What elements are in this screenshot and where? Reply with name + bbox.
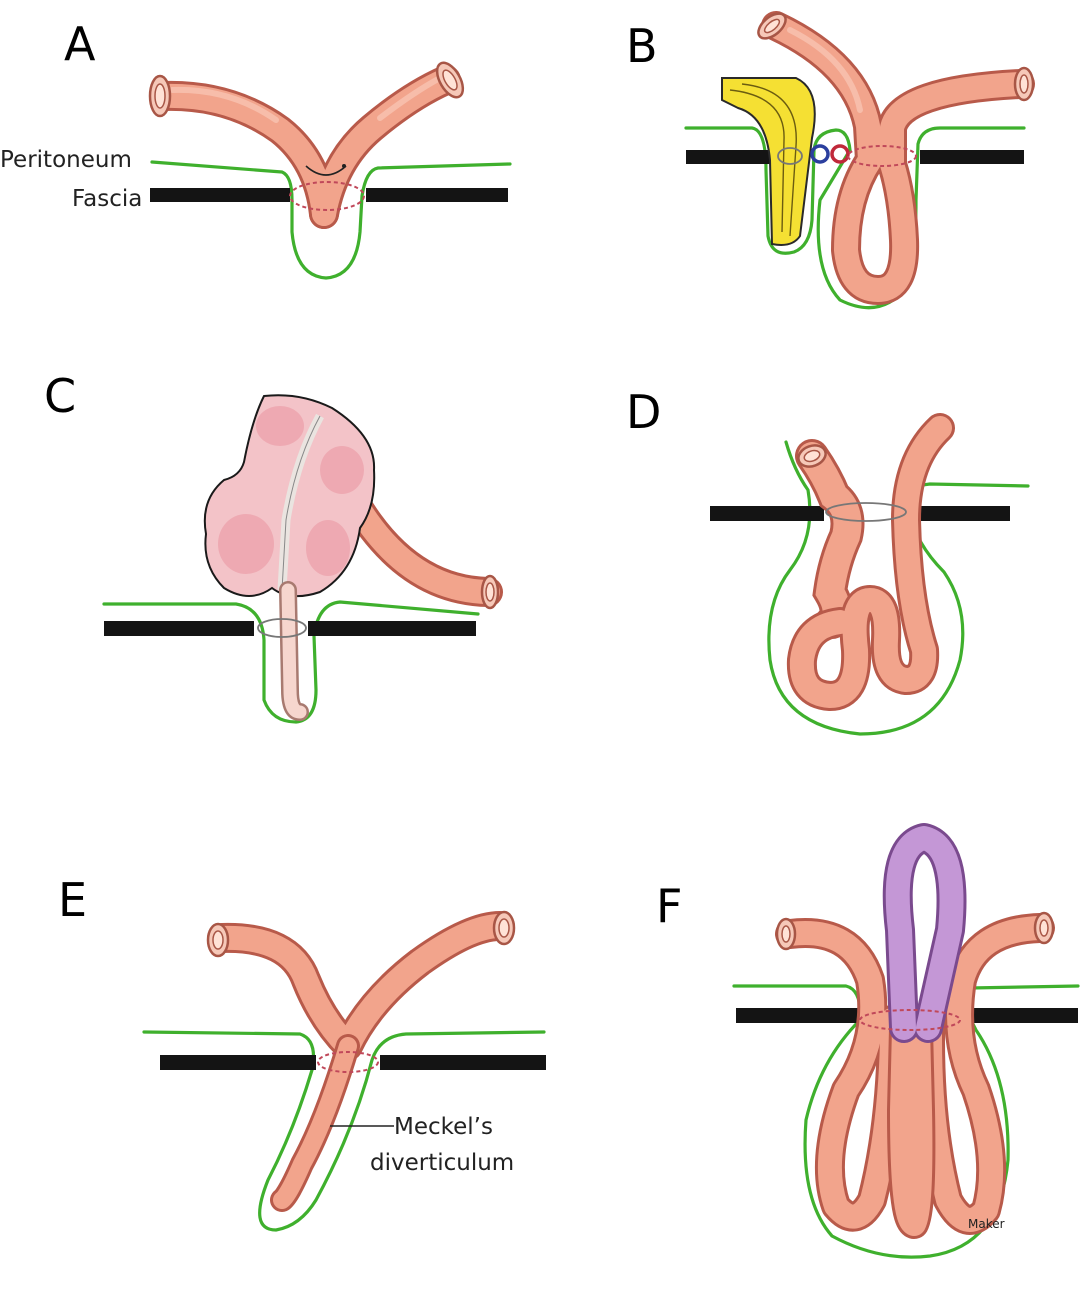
panel-a-arrow bbox=[305, 165, 347, 176]
panel-b-letter: B bbox=[626, 19, 658, 73]
panel-f-hernia-neck bbox=[859, 1009, 961, 1031]
panel-e-fascia-right bbox=[380, 1055, 546, 1070]
panel-b-artery bbox=[830, 144, 850, 164]
panel-f-fascia-left bbox=[736, 1008, 860, 1023]
label-fascia: Fascia bbox=[72, 186, 142, 212]
label-meckels: Meckel’s bbox=[394, 1114, 493, 1140]
panel-a-peritoneum bbox=[150, 160, 512, 280]
label-peritoneum: Peritoneum bbox=[0, 147, 132, 173]
panel-a-letter: A bbox=[64, 17, 96, 71]
panel-e-letter: E bbox=[58, 873, 87, 927]
panel-c-fascia-left bbox=[104, 621, 254, 636]
panel-a: A Peritoneum Fascia bbox=[0, 17, 512, 280]
panel-e-peritoneum bbox=[142, 1030, 546, 1232]
panel-d: D bbox=[626, 385, 1030, 736]
panel-c: C bbox=[44, 369, 503, 724]
panel-d-letter: D bbox=[626, 385, 661, 439]
panel-d-hernia-neck bbox=[825, 502, 907, 522]
panel-b-vein bbox=[810, 144, 830, 164]
label-maker: Maker bbox=[968, 1217, 1005, 1231]
panel-b-fascia-right bbox=[920, 150, 1024, 164]
panel-a-hernia-neck bbox=[289, 181, 365, 211]
panel-f: F Maker bbox=[656, 823, 1080, 1259]
panel-c-peritoneum bbox=[102, 600, 480, 724]
panel-a-fascia-right bbox=[366, 188, 508, 202]
label-diverticulum: diverticulum bbox=[370, 1150, 514, 1176]
panel-a-fascia-left bbox=[150, 188, 290, 202]
panel-c-letter: C bbox=[44, 369, 76, 423]
panel-e-fascia-left bbox=[160, 1055, 316, 1070]
panel-b-fascia-left bbox=[686, 150, 782, 164]
panel-f-letter: F bbox=[656, 879, 682, 933]
panel-b-hernia-neck bbox=[847, 145, 917, 167]
panel-d-fascia-right bbox=[906, 506, 1010, 521]
panel-d-fascia-left bbox=[710, 506, 824, 521]
panel-e: E Meckel’s diverticulum bbox=[58, 873, 546, 1232]
panel-e-hernia-neck bbox=[317, 1051, 379, 1073]
panel-c-fascia-right bbox=[308, 621, 476, 636]
panel-f-peritoneum bbox=[732, 984, 1080, 1259]
panel-f-fascia-right bbox=[958, 1008, 1078, 1023]
panel-c-hernia-neck bbox=[257, 618, 307, 638]
panel-b: B bbox=[626, 11, 1035, 310]
